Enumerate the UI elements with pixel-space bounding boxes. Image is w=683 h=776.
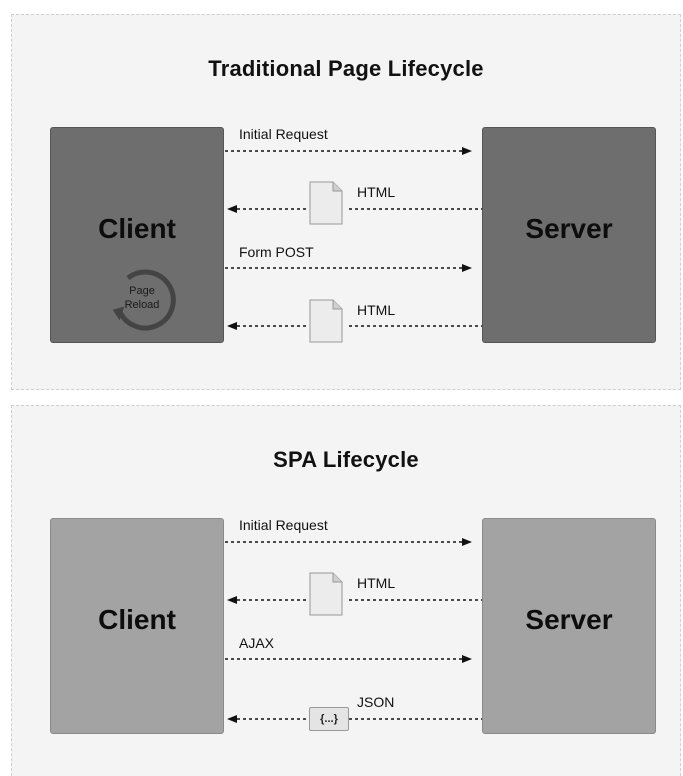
spa-server-label: Server	[525, 604, 613, 635]
traditional-server-box: Server	[482, 127, 656, 343]
message-label-json: JSON	[357, 694, 395, 710]
traditional-client-box: Client Page Reload	[50, 127, 224, 343]
json-icon: {...}	[309, 707, 349, 731]
arrow-to-client	[227, 596, 482, 604]
page-reload-icon: Page Reload	[106, 264, 178, 336]
arrow-to-client	[227, 715, 482, 723]
reload-label-line2: Reload	[124, 299, 160, 311]
arrow-to-server	[225, 147, 472, 155]
reload-label-line1: Page	[129, 285, 155, 297]
document-icon	[309, 299, 343, 343]
arrow-to-client	[227, 322, 482, 330]
arrow-to-server	[225, 538, 472, 546]
traditional-lifecycle-panel: Traditional Page Lifecycle Client Page R…	[11, 14, 681, 390]
document-icon	[309, 572, 343, 616]
spa-client-label: Client	[98, 604, 176, 635]
spa-title: SPA Lifecycle	[273, 447, 419, 472]
spa-lifecycle-panel: SPA Lifecycle Client Server Initial Requ…	[11, 405, 681, 776]
arrow-to-server	[225, 264, 472, 272]
arrow-to-client	[227, 205, 482, 213]
message-label-html: HTML	[357, 184, 396, 200]
message-label-html: HTML	[357, 302, 396, 318]
message-label-ajax: AJAX	[239, 635, 275, 651]
traditional-title: Traditional Page Lifecycle	[208, 56, 484, 81]
message-label-initial-request: Initial Request	[239, 126, 328, 142]
spa-client-box: Client	[50, 518, 224, 734]
document-icon	[309, 181, 343, 225]
message-label-form-post: Form POST	[239, 244, 314, 260]
message-label-initial-request: Initial Request	[239, 517, 328, 533]
spa-server-box: Server	[482, 518, 656, 734]
arrow-to-server	[225, 655, 472, 663]
message-label-html: HTML	[357, 575, 396, 591]
traditional-client-label: Client	[98, 213, 176, 244]
traditional-server-label: Server	[525, 213, 613, 244]
